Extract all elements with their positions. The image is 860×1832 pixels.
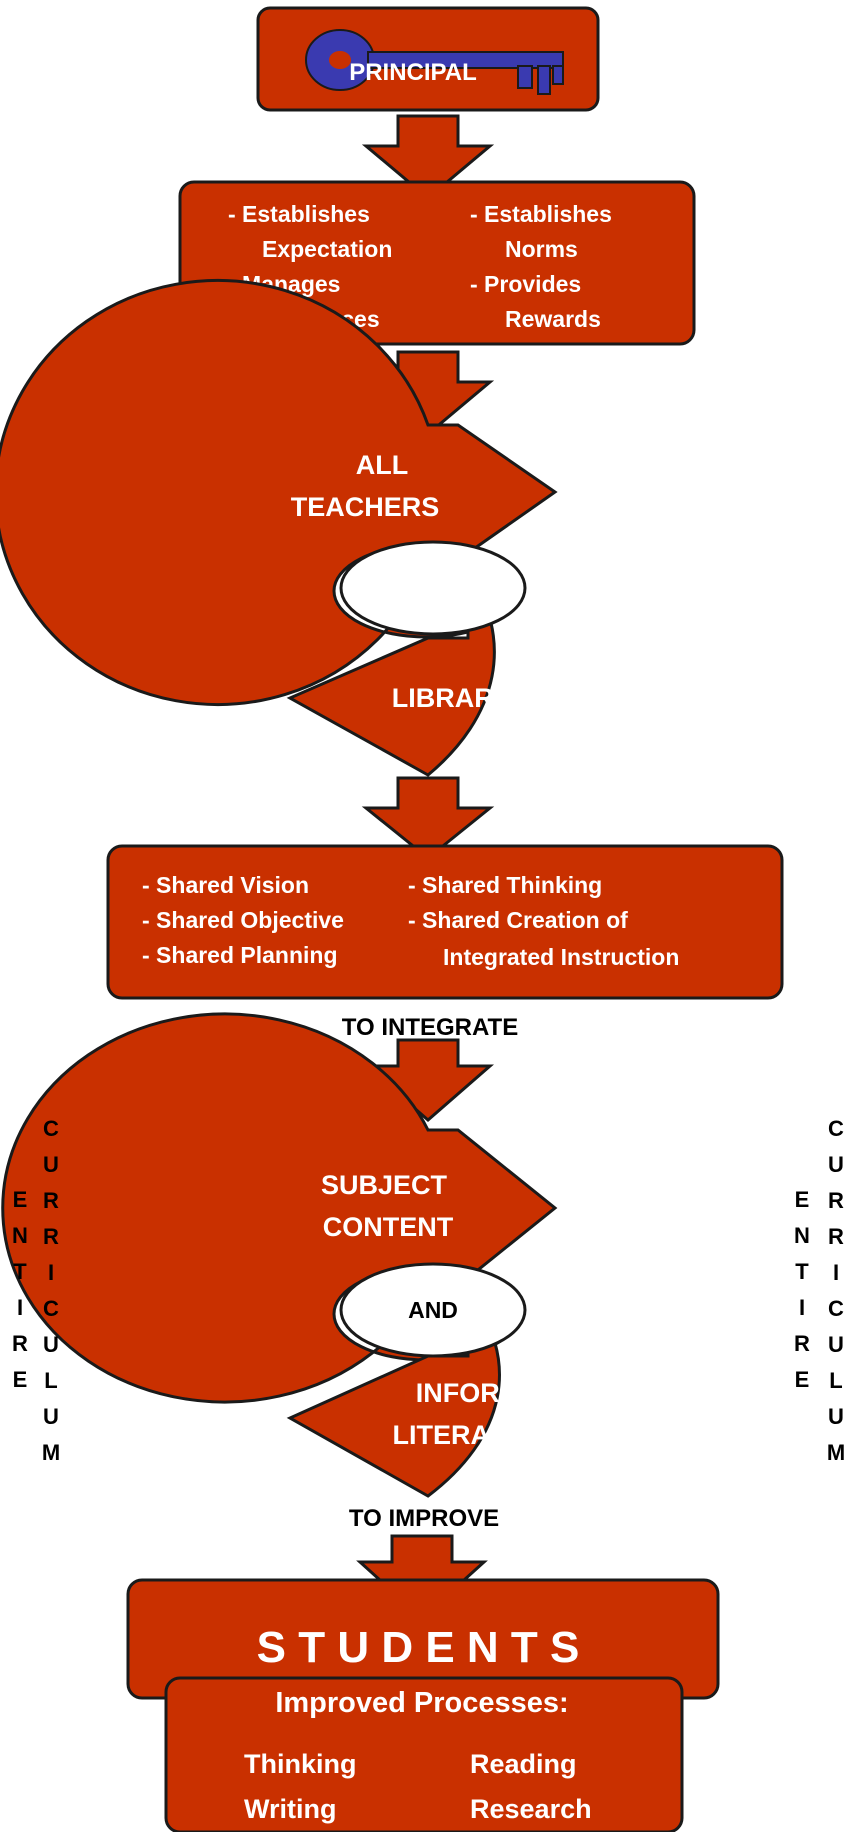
collaboration-center-hole bbox=[339, 540, 527, 636]
side-label-letter: U bbox=[828, 1404, 844, 1429]
side-label-letter: R bbox=[828, 1188, 844, 1213]
side-label-letter: L bbox=[44, 1368, 57, 1393]
shared-item: - Shared Creation of bbox=[408, 907, 628, 933]
side-label-letter: L bbox=[829, 1368, 842, 1393]
processes-subtitle: Improved Processes: bbox=[275, 1687, 568, 1719]
shared-item: - Shared Objective bbox=[142, 907, 344, 933]
side-label-letter: E bbox=[795, 1187, 810, 1212]
collaboration-cycle: ALL TEACHERS LIBRARIAN bbox=[0, 279, 558, 777]
down-arrow-3 bbox=[361, 776, 495, 860]
integration-cycle: SUBJECT CONTENT AND INFORMATION LITERACY bbox=[1, 1012, 604, 1498]
side-label-letter: E bbox=[795, 1367, 810, 1392]
process-item: Writing bbox=[244, 1794, 336, 1824]
side-label-letter: N bbox=[12, 1223, 28, 1248]
teachers-label-1: ALL bbox=[356, 450, 408, 480]
side-label-letter: E bbox=[13, 1367, 28, 1392]
side-label-letter: E bbox=[13, 1187, 28, 1212]
subject-label-1: SUBJECT bbox=[321, 1170, 448, 1200]
connector-improve-label: TO IMPROVE bbox=[349, 1505, 499, 1532]
side-label-letter: C bbox=[43, 1116, 59, 1141]
side-label-letter: U bbox=[43, 1404, 59, 1429]
down-arrow-1 bbox=[361, 114, 495, 200]
role-item: Expectation bbox=[262, 236, 392, 262]
side-label-letter: I bbox=[48, 1260, 54, 1285]
role-item: - Provides bbox=[470, 271, 581, 297]
shared-item: - Shared Vision bbox=[142, 872, 309, 898]
side-label-letter: U bbox=[43, 1152, 59, 1177]
connector-integrate-label: TO INTEGRATE bbox=[342, 1014, 518, 1041]
shared-box bbox=[106, 844, 784, 1000]
side-label-letter: C bbox=[828, 1296, 844, 1321]
side-label-letter: N bbox=[794, 1223, 810, 1248]
processes-box bbox=[164, 1676, 684, 1832]
side-label-letter: M bbox=[42, 1440, 60, 1465]
shared-item: - Shared Thinking bbox=[408, 872, 602, 898]
side-label-letter: U bbox=[43, 1332, 59, 1357]
librarian-label: LIBRARIAN bbox=[392, 683, 541, 713]
side-label-letter: I bbox=[799, 1295, 805, 1320]
key-icon bbox=[305, 29, 564, 95]
process-item: Thinking bbox=[244, 1749, 356, 1779]
side-label-letter: C bbox=[828, 1116, 844, 1141]
side-label-letter: R bbox=[828, 1224, 844, 1249]
side-label-letter: I bbox=[17, 1295, 23, 1320]
process-item: Research bbox=[470, 1794, 592, 1824]
side-label-letter: R bbox=[794, 1331, 810, 1356]
side-label-letter: U bbox=[828, 1332, 844, 1357]
info-literacy-label-2: LITERACY bbox=[393, 1420, 528, 1450]
shared-item: - Shared Planning bbox=[142, 942, 338, 968]
and-label: AND bbox=[408, 1297, 458, 1323]
role-item: - Establishes bbox=[228, 201, 370, 227]
side-label-letter: I bbox=[833, 1260, 839, 1285]
side-label-letter: R bbox=[43, 1188, 59, 1213]
subject-label-2: CONTENT bbox=[323, 1212, 454, 1242]
students-title: S T U D E N T S bbox=[257, 1623, 580, 1672]
side-label-letter: M bbox=[827, 1440, 845, 1465]
teachers-label-2: TEACHERS bbox=[291, 492, 440, 522]
side-label-letter: U bbox=[828, 1152, 844, 1177]
side-label-letter: R bbox=[12, 1331, 28, 1356]
down-arrow-4 bbox=[361, 1038, 495, 1122]
shared-item: Integrated Instruction bbox=[443, 944, 679, 970]
role-item: Norms bbox=[505, 236, 578, 262]
side-label-letter: T bbox=[13, 1259, 27, 1284]
process-item: Reading bbox=[470, 1749, 577, 1779]
principal-label: PRINCIPAL bbox=[349, 59, 477, 86]
side-label-letter: T bbox=[795, 1259, 809, 1284]
role-item: Rewards bbox=[505, 306, 601, 332]
shared-items: - Shared Vision - Shared Objective - Sha… bbox=[142, 872, 679, 970]
info-literacy-label-1: INFORMATION bbox=[416, 1378, 604, 1408]
side-label-letter: C bbox=[43, 1296, 59, 1321]
side-label-letter: R bbox=[43, 1224, 59, 1249]
role-item: - Establishes bbox=[470, 201, 612, 227]
integration-center-hole bbox=[339, 1262, 527, 1358]
